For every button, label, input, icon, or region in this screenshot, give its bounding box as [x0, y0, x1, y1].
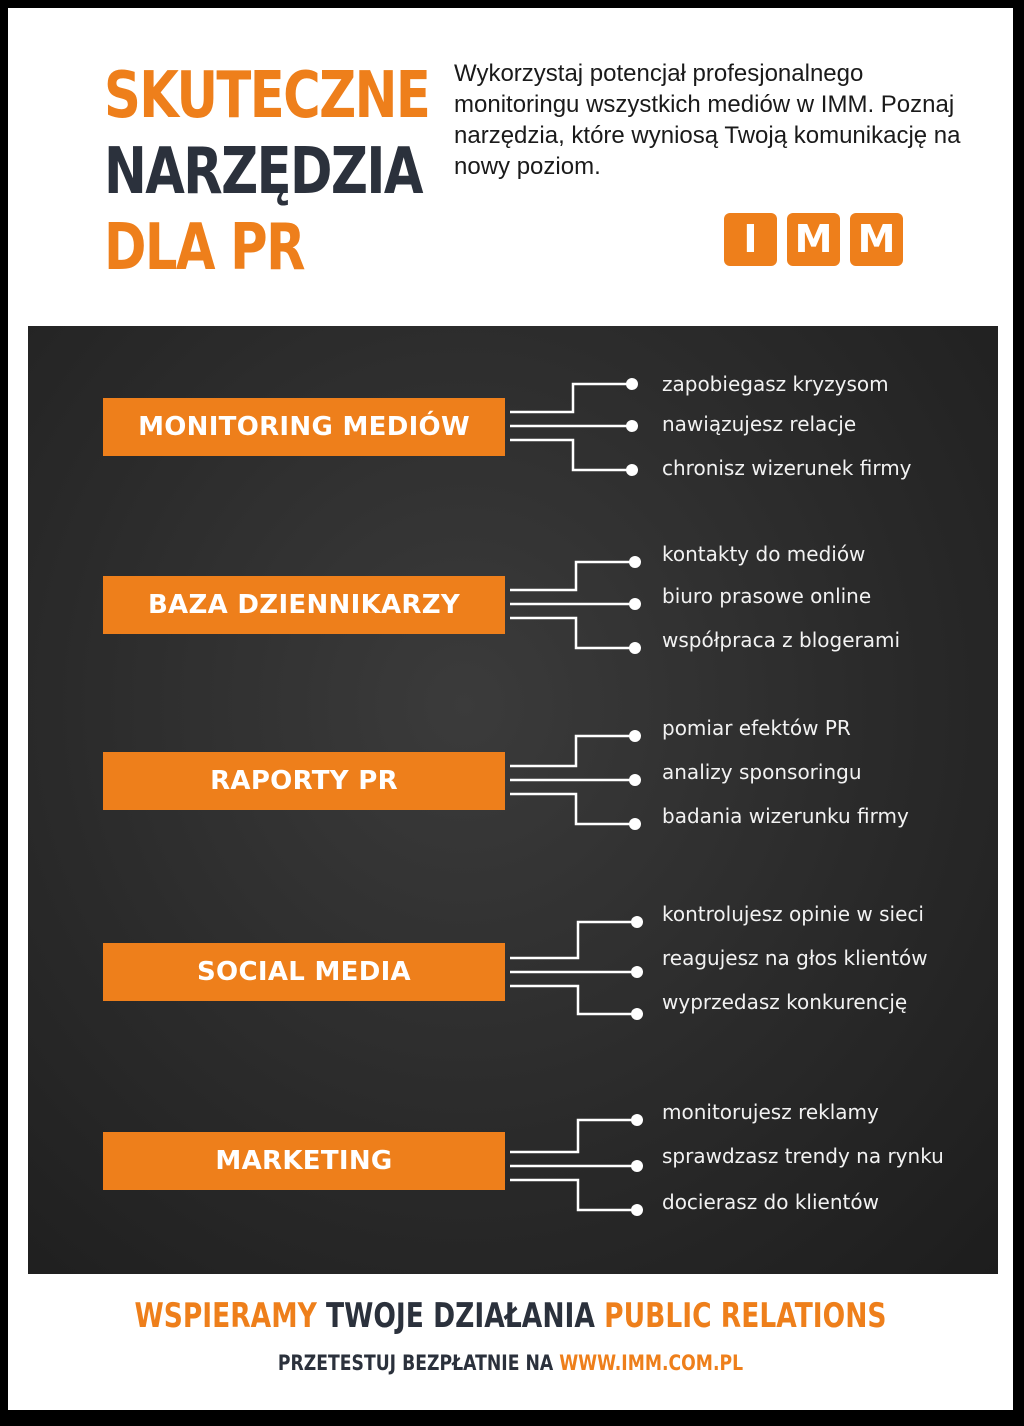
tool-social-media: SOCIAL MEDIA [103, 943, 505, 1001]
benefit-5-2: sprawdzasz trendy na rynku [662, 1144, 944, 1168]
benefit-2-3: współpraca z blogerami [662, 628, 901, 652]
footer-tagline: WSPIERAMY TWOJE DZIAŁANIA PUBLIC RELATIO… [119, 1296, 903, 1336]
benefit-5-1: monitorujesz reklamy [662, 1100, 879, 1124]
connector-group-2 [510, 556, 641, 654]
benefit-4-2: reagujesz na głos klientów [662, 946, 928, 970]
benefit-3-2: analizy sponsoringu [662, 760, 862, 784]
tagline-part-3: PUBLIC RELATIONS [604, 1296, 887, 1336]
benefit-4-3: wyprzedasz konkurencję [662, 990, 908, 1014]
connector-group-3 [510, 730, 641, 830]
benefit-1-1: zapobiegasz kryzysom [662, 372, 889, 396]
infographic-page: SKUTECZNE NARZĘDZIA DLA PR Wykorzystaj p… [8, 8, 1013, 1410]
benefit-2-1: kontakty do mediów [662, 542, 866, 566]
connector-lines [510, 378, 643, 1216]
benefit-4-1: kontrolujesz opinie w sieci [662, 902, 924, 926]
benefit-5-3: docierasz do klientów [662, 1190, 879, 1214]
title-line-1: SKUTECZNE [104, 59, 431, 133]
benefit-1-2: nawiązujesz relacje [662, 412, 857, 436]
tool-monitoring-mediow: MONITORING MEDIÓW [103, 398, 505, 456]
title-line-2: NARZĘDZIA [104, 135, 423, 209]
tagline-part-2: TWOJE DZIAŁANIA [326, 1296, 595, 1336]
logo-tile-3: M [850, 213, 903, 266]
footer-cta: PRZETESTUJ BEZPŁATNIE NA WWW.IMM.COM.PL [98, 1350, 922, 1376]
tool-raporty-pr: RAPORTY PR [103, 752, 505, 810]
website-link[interactable]: WWW.IMM.COM.PL [559, 1351, 744, 1375]
title-line-3: DLA PR [104, 211, 306, 285]
connector-group-5 [510, 1114, 643, 1216]
connector-group-1 [510, 378, 638, 476]
benefit-2-2: biuro prasowe online [662, 584, 872, 608]
logo-tile-2: M [787, 213, 840, 266]
cta-text: PRZETESTUJ BEZPŁATNIE NA [277, 1351, 554, 1375]
connector-group-4 [510, 916, 643, 1020]
benefit-3-1: pomiar efektów PR [662, 716, 851, 740]
page-title: SKUTECZNE NARZĘDZIA DLA PR [104, 58, 431, 286]
tool-marketing: MARKETING [103, 1132, 505, 1190]
benefit-1-3: chronisz wizerunek firmy [662, 456, 912, 480]
chalkboard-panel: MONITORING MEDIÓW zapobiegasz kryzysom n… [28, 326, 998, 1274]
benefit-3-3: badania wizerunku firmy [662, 804, 909, 828]
tool-baza-dziennikarzy: BAZA DZIENNIKARZY [103, 576, 505, 634]
tagline-part-1: WSPIERAMY [134, 1296, 317, 1336]
intro-text: Wykorzystaj potencjał profesjonalnego mo… [454, 60, 961, 180]
imm-logo: I M M [724, 213, 903, 266]
logo-tile-1: I [724, 213, 777, 266]
